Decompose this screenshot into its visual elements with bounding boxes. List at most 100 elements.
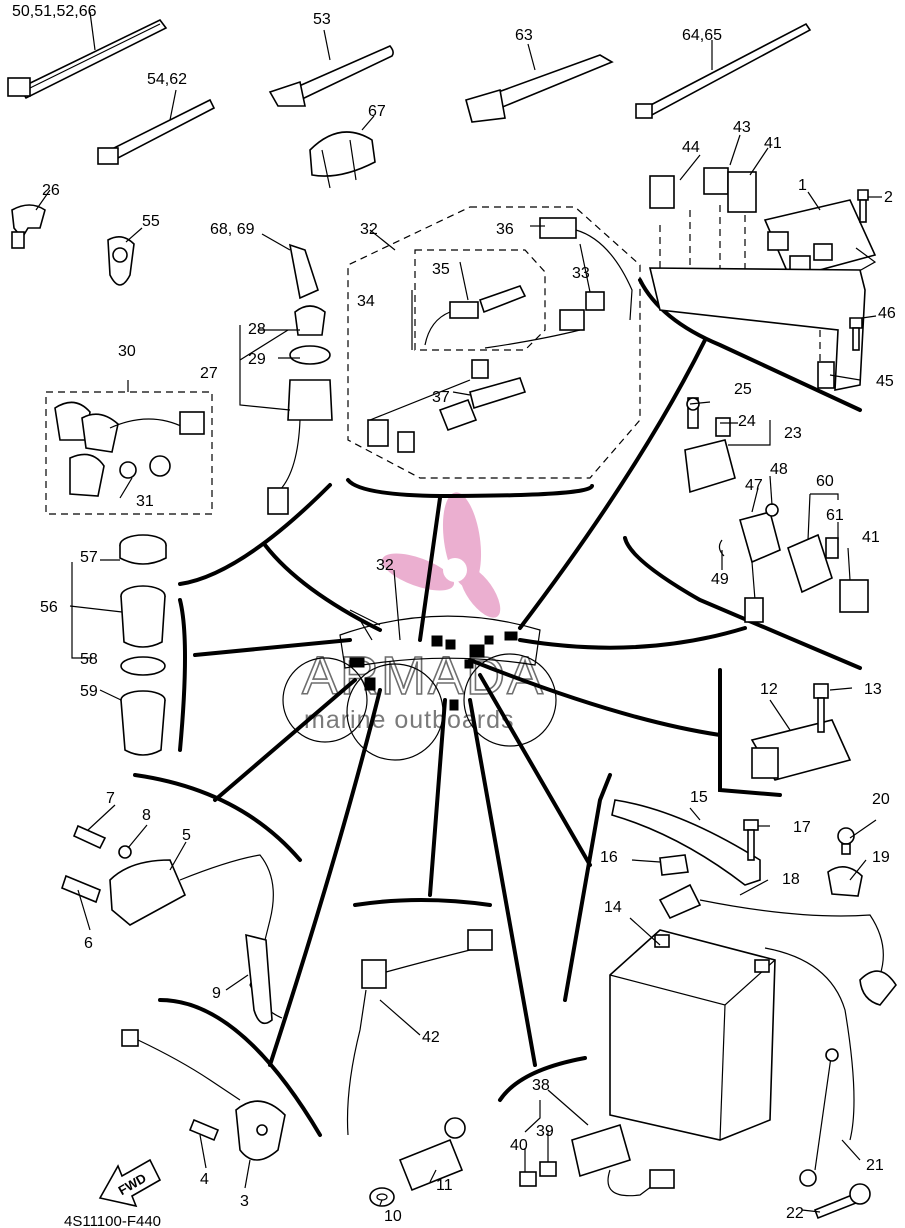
- fuse-box-43-41: [703, 167, 757, 213]
- callout-1: 1: [798, 177, 807, 194]
- callout-27: 27: [200, 365, 218, 382]
- cable-tie-50: [7, 18, 168, 100]
- watermark-tagline: marine outboards: [304, 706, 515, 734]
- fuse-40: [519, 1171, 537, 1187]
- cover-59: [120, 690, 166, 756]
- callout-29: 29: [248, 351, 266, 368]
- thermo-switch-42: [346, 929, 493, 1136]
- callout-11: 11: [436, 1177, 453, 1194]
- callout-42: 42: [422, 1029, 440, 1046]
- callout-49: 49: [711, 571, 729, 588]
- callout-13: 13: [864, 681, 882, 698]
- callout-32-top: 32: [360, 221, 378, 238]
- battery-band-15: [611, 799, 761, 886]
- callout-67: 67: [368, 103, 386, 120]
- callout-19: 19: [872, 849, 890, 866]
- callout-43: 43: [733, 119, 751, 136]
- harness-group-box-32: [347, 206, 641, 479]
- lead-wire-21: [764, 947, 855, 1187]
- callout-32-mid: 32: [376, 557, 394, 574]
- callout-18: 18: [782, 871, 800, 888]
- cdi-unit-1: [763, 199, 877, 279]
- washer-8: [118, 845, 132, 859]
- cable-tie-64: [635, 22, 812, 119]
- callout-8: 8: [142, 807, 151, 824]
- bolt-2: [857, 189, 869, 223]
- damper-16: [659, 854, 689, 876]
- harness-group-box-34: [414, 249, 546, 351]
- callout-14: 14: [604, 899, 622, 916]
- callout-3: 3: [240, 1193, 249, 1210]
- pickup-coil-3: [121, 1029, 286, 1161]
- callout-40: 40: [510, 1137, 528, 1154]
- battery-14: [609, 929, 776, 1141]
- callout-64-65: 64,65: [682, 27, 722, 44]
- callout-6: 6: [84, 935, 93, 952]
- washer-10: [369, 1187, 395, 1207]
- fuse-holder-60: [787, 533, 839, 594]
- bracket-45: [648, 267, 866, 391]
- callout-45: 45: [876, 373, 894, 390]
- callout-37: 37: [432, 389, 450, 406]
- callout-41-mid: 41: [862, 529, 880, 546]
- callout-20: 20: [872, 791, 890, 808]
- clamp-26: [11, 204, 46, 249]
- callout-12: 12: [760, 681, 778, 698]
- callout-9: 9: [212, 985, 221, 1002]
- relay-38: [571, 1123, 675, 1197]
- cap-19: [827, 866, 863, 897]
- harness-parts-32: [367, 217, 633, 453]
- callout-34: 34: [357, 293, 375, 310]
- callout-53: 53: [313, 11, 331, 28]
- ignition-coil-5: [109, 854, 283, 1025]
- callout-54-62: 54,62: [147, 71, 187, 88]
- bolt-17: [743, 819, 759, 861]
- callout-25: 25: [734, 381, 752, 398]
- socket-56: [120, 585, 166, 648]
- lead-wire-18: [658, 883, 897, 1006]
- watermark-brand: ARMADA: [302, 646, 545, 706]
- callout-30: 30: [118, 343, 136, 360]
- bolt-7: [72, 824, 107, 850]
- callout-5: 5: [182, 827, 191, 844]
- part-diagram-code: 4S11100-F440: [64, 1213, 161, 1228]
- plug-caps-30: [54, 401, 205, 497]
- callout-16: 16: [600, 849, 618, 866]
- callout-48: 48: [770, 461, 788, 478]
- relay-47: [718, 503, 781, 623]
- callout-63: 63: [515, 27, 533, 44]
- callout-10: 10: [384, 1208, 402, 1225]
- callout-26: 26: [42, 182, 60, 199]
- callout-22: 22: [786, 1205, 804, 1222]
- callout-59: 59: [80, 683, 98, 700]
- callout-55: 55: [142, 213, 160, 230]
- callout-41-top: 41: [764, 135, 782, 152]
- starter-relay-23: [684, 397, 736, 494]
- bolt-4: [188, 1118, 220, 1142]
- band-63: [465, 54, 614, 123]
- rectifier-regulator-12: [750, 683, 852, 781]
- fuse-44: [649, 175, 675, 209]
- band-67: [309, 131, 376, 189]
- callout-58: 58: [80, 651, 98, 668]
- bolt-46: [849, 317, 863, 351]
- fuse-39: [539, 1161, 557, 1177]
- nut-58: [120, 656, 166, 676]
- screw-22: [813, 1183, 871, 1220]
- callout-50-51-52-66: 50,51,52,66: [12, 3, 97, 20]
- callout-33: 33: [572, 265, 590, 282]
- switch-11: [398, 1117, 466, 1192]
- main-switch-27: [267, 243, 333, 515]
- callout-leaders: [35, 11, 882, 1213]
- callout-labels: 50,51,52,66 53 63 64,65 54,62 67 44 43 4…: [12, 3, 896, 1225]
- callout-38: 38: [532, 1077, 550, 1094]
- callout-15: 15: [690, 789, 708, 806]
- callout-57: 57: [80, 549, 98, 566]
- callout-23: 23: [784, 425, 802, 442]
- callout-39: 39: [536, 1123, 554, 1140]
- callout-31: 31: [136, 493, 154, 510]
- callout-28: 28: [248, 321, 266, 338]
- callout-24: 24: [738, 413, 756, 430]
- callout-60: 60: [816, 473, 834, 490]
